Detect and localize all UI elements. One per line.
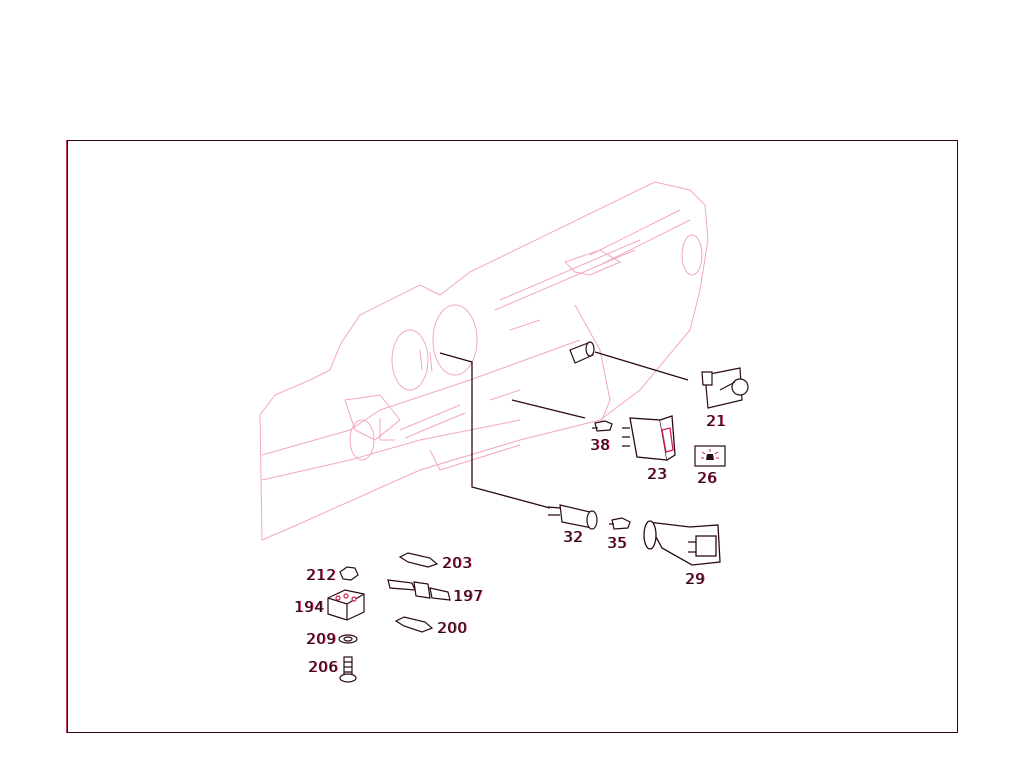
label-part-200: 200 (437, 619, 468, 637)
label-part-38: 38 (590, 436, 611, 454)
part-209-washer (338, 634, 358, 644)
diagram-frame (67, 140, 958, 733)
label-part-206: 206 (308, 658, 339, 676)
part-206-screw (339, 656, 357, 683)
part-35-bulb (609, 517, 631, 530)
part-197-pin-connector (387, 579, 451, 601)
label-part-21: 21 (706, 412, 727, 430)
label-part-194: 194 (294, 598, 325, 616)
part-32-socket (547, 504, 598, 530)
part-26-beacon-cap (694, 445, 726, 467)
part-203-tubular-bulb (398, 552, 439, 568)
part-23-rocker-switch (622, 415, 676, 461)
label-part-35: 35 (607, 534, 628, 552)
label-part-32: 32 (563, 528, 584, 546)
part-21-knob-switch (701, 367, 749, 409)
part-200-tubular-bulb (394, 616, 434, 633)
dashboard-outline (259, 181, 709, 541)
label-part-212: 212 (306, 566, 337, 584)
part-212-nut (339, 566, 359, 581)
label-part-209: 209 (306, 630, 337, 648)
label-part-23: 23 (647, 465, 668, 483)
label-part-29: 29 (685, 570, 706, 588)
part-194-connector-block (327, 589, 365, 621)
part-29-lamp-housing (643, 520, 721, 566)
leader-lines (439, 351, 689, 509)
label-part-197: 197 (453, 587, 484, 605)
label-part-26: 26 (697, 469, 718, 487)
part-21-cylinder (569, 341, 595, 364)
label-part-203: 203 (442, 554, 473, 572)
part-38-bulb (592, 420, 613, 432)
